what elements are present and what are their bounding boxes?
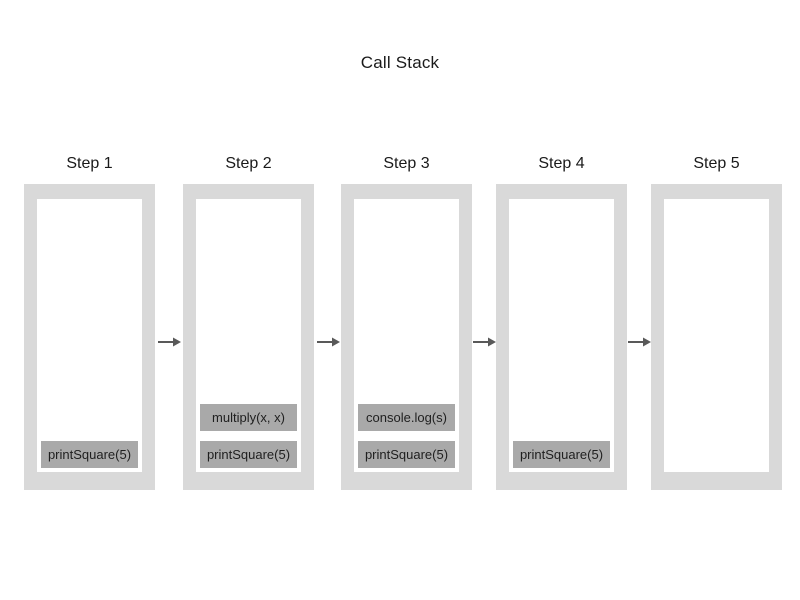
- stack-frame: console.log(s): [358, 404, 455, 431]
- step-4-stack-container: printSquare(5): [496, 184, 627, 490]
- step-4-stack-area: printSquare(5): [509, 199, 614, 472]
- step-5-stack-area: [664, 199, 769, 472]
- step-3-stack-container: console.log(s) printSquare(5): [341, 184, 472, 490]
- step-2-stack-area: multiply(x, x) printSquare(5): [196, 199, 301, 472]
- step-1-label: Step 1: [66, 155, 113, 172]
- arrow-right-icon: [473, 337, 496, 347]
- step-4-column: Step 4 printSquare(5): [496, 150, 627, 490]
- step-1-stack-area: printSquare(5): [37, 199, 142, 472]
- step-2-label: Step 2: [225, 155, 272, 172]
- stack-frame: printSquare(5): [358, 441, 455, 468]
- step-5-label: Step 5: [693, 155, 740, 172]
- step-5-column: Step 5: [651, 150, 782, 490]
- arrow-right-icon: [158, 337, 181, 347]
- step-2-stack-container: multiply(x, x) printSquare(5): [183, 184, 314, 490]
- step-3-column: Step 3 console.log(s) printSquare(5): [341, 150, 472, 490]
- step-3-label: Step 3: [383, 155, 430, 172]
- step-4-label: Step 4: [538, 155, 585, 172]
- stack-frame: multiply(x, x): [200, 404, 297, 431]
- step-1-stack-container: printSquare(5): [24, 184, 155, 490]
- arrow-right-icon: [628, 337, 651, 347]
- stack-frame: printSquare(5): [41, 441, 138, 468]
- step-1-column: Step 1 printSquare(5): [24, 150, 155, 490]
- stack-frame: printSquare(5): [513, 441, 610, 468]
- step-5-stack-container: [651, 184, 782, 490]
- arrow-right-icon: [317, 337, 340, 347]
- step-3-stack-area: console.log(s) printSquare(5): [354, 199, 459, 472]
- diagram-title: Call Stack: [360, 53, 440, 72]
- step-2-column: Step 2 multiply(x, x) printSquare(5): [183, 150, 314, 490]
- stack-frame: printSquare(5): [200, 441, 297, 468]
